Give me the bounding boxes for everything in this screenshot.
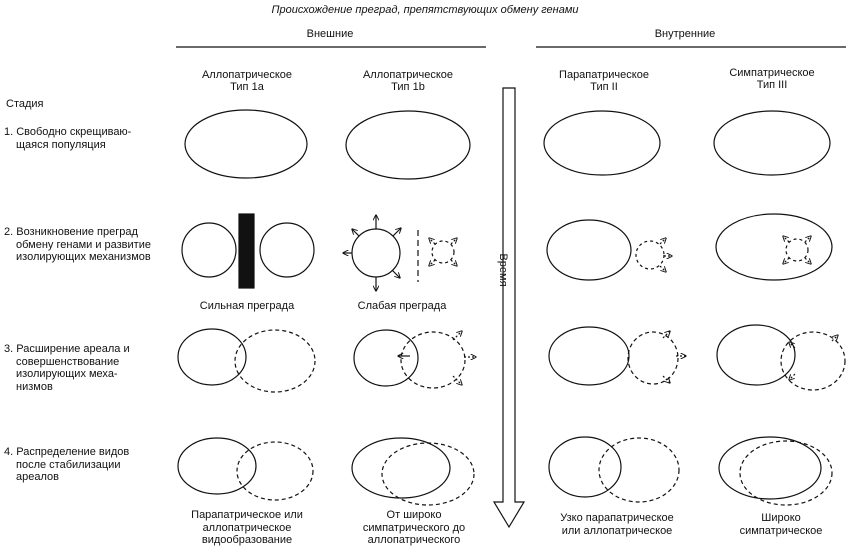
expansion-arrow-c4-s3-downleft	[789, 373, 796, 380]
column-4-name: Симпатрическое	[729, 67, 815, 79]
population-ellipse-left-c4-s4	[718, 436, 822, 500]
population-circle-right-c1-s2	[259, 222, 315, 278]
outcome-1-line-2: аллопатрическое	[202, 521, 292, 534]
column-1-type: Тип 1а	[230, 81, 264, 93]
isolate-arrow-c4-upright	[804, 236, 811, 243]
population-ellipse-c3-s2	[546, 219, 632, 281]
outcome-4-line-2: симпатрическое	[739, 524, 823, 537]
population-ellipse-c4-s1	[713, 110, 831, 176]
population-ellipse-c2-s1	[345, 110, 471, 180]
outcome-2-line-3: аллопатрического	[367, 534, 461, 546]
outcome-3-line-2: или аллопатрическое	[561, 524, 673, 537]
stage-3-line-4: низмов	[16, 380, 53, 393]
population-circle-c2-s2	[351, 228, 401, 278]
outcome-column-4: Широко симпатрическое	[740, 512, 823, 537]
isolate-arrow-c4-downleft	[783, 257, 790, 264]
isolate-arrow-upleft	[429, 238, 436, 245]
population-ellipse-right-c2-s4	[381, 442, 475, 506]
population-ellipse-right-c2-s3	[400, 331, 466, 389]
expansion-arrow-c4-s3-upleft	[789, 342, 796, 349]
stage-4-line-1: 4. Распределение видов	[4, 446, 130, 458]
population-ellipse-left-c1-s4	[177, 437, 257, 495]
stage-2-line-2: обмену генами и развитие	[16, 238, 151, 251]
outcome-column-3: Узко парапатрическое или аллопатрическое	[560, 512, 674, 537]
population-ellipse-right-c4-s4	[739, 440, 833, 506]
population-ellipse-left-c1-s3	[177, 328, 247, 386]
outcome-column-2: От широко симпатрического до аллопатриче…	[363, 509, 465, 547]
stage-1-line-2: щаяся популяция	[16, 138, 106, 151]
column-3-name: Парапатрическое	[559, 69, 649, 81]
outcome-1-line-3: видообразование	[201, 534, 293, 546]
outcome-column-1: Парапатрическое или аллопатрическое видо…	[191, 509, 303, 547]
stage-1-label: 1. Свободно скрещиваю- щаяся популяция	[4, 126, 131, 151]
isolate-arrow-c3-downright	[659, 265, 666, 272]
stage-2-line-1: 2. Возникновение преград	[4, 226, 138, 238]
isolate-arrow-upright	[450, 238, 457, 245]
stage-1-line-1: 1. Свободно скрещиваю-	[4, 126, 132, 138]
column-3-type: Тип II	[590, 81, 618, 93]
expansion-arrow-c4-s3-upright	[831, 335, 838, 342]
isolate-circle-c4-s2	[785, 238, 809, 262]
stage-4-line-2: после стабилизации	[16, 458, 121, 471]
population-ellipse-left-c2-s3	[353, 329, 419, 387]
expansion-arrow-upright	[392, 228, 401, 237]
time-arrow	[492, 87, 526, 529]
population-ellipse-right-c4-s3	[780, 331, 846, 391]
outcome-2-line-2: симпатрического до	[362, 521, 466, 534]
population-ellipse-right-c1-s4	[236, 441, 314, 501]
group-internal-label: Внутренние	[654, 28, 716, 40]
strong-barrier-bar	[238, 213, 255, 289]
outcome-4-line-1: Широко	[761, 512, 801, 524]
stage-2-label: 2. Возникновение преград обмену генами и…	[4, 226, 151, 264]
stage-3-label: 3. Расширение ареала и совершенствование…	[4, 343, 130, 393]
isolate-arrow-downleft	[429, 259, 436, 266]
population-ellipse-c3-s1	[543, 110, 661, 176]
expansion-arrow-c3-s3-downright	[662, 375, 670, 383]
isolate-circle-c3-s2	[635, 240, 665, 270]
stage-2-line-3: изолирующих механизмов	[16, 251, 151, 263]
group-external-label: Внешние	[306, 28, 354, 40]
isolate-arrow-c4-downright	[804, 257, 811, 264]
population-ellipse-right-c3-s3	[627, 331, 679, 385]
strong-barrier-caption: Сильная преграда	[199, 300, 295, 312]
stage-4-line-3: ареалов	[16, 471, 59, 483]
expansion-arrow-c3-s3-upright	[662, 331, 670, 339]
population-circle-left-c1-s2	[181, 222, 237, 278]
population-ellipse-right-c3-s4	[598, 437, 680, 503]
column-1-name: Аллопатрическое	[201, 69, 293, 81]
column-2-type: Тип 1b	[391, 81, 425, 93]
isolate-circle-c2-s2	[431, 240, 455, 264]
outcome-2-line-1: От широко	[386, 509, 442, 521]
expansion-arrow-c2-s3-upright	[452, 331, 462, 341]
stage-3-line-3: изолирующих меха-	[16, 368, 118, 380]
population-ellipse-left-c3-s3	[548, 326, 630, 386]
stage-4-label: 4. Распределение видов после стабилизаци…	[4, 446, 129, 484]
stage-header: Стадия	[6, 98, 44, 110]
expansion-arrow-upleft	[352, 229, 360, 237]
outcome-1-line-1: Парапатрическое или	[191, 509, 303, 521]
column-4-type: Тип III	[756, 79, 788, 91]
population-ellipse-left-c3-s4	[548, 436, 622, 498]
population-ellipse-c4-s2	[715, 213, 833, 281]
isolate-arrow-c4-upleft	[783, 236, 790, 243]
population-ellipse-left-c2-s4	[351, 437, 451, 499]
diagram-title: Происхождение преград, препятствующих об…	[271, 4, 579, 16]
stage-3-line-2: совершенствование	[16, 355, 120, 368]
outcome-3-line-1: Узко парапатрическое	[560, 512, 674, 524]
population-ellipse-right-c1-s3	[234, 329, 316, 393]
isolate-arrow-c3-upright	[659, 238, 666, 245]
population-ellipse-left-c4-s3	[716, 324, 796, 386]
expansion-arrow-downright	[391, 269, 400, 278]
population-ellipse-c1-s1	[184, 109, 308, 179]
column-2-name: Аллопатрическое	[362, 69, 454, 81]
weak-barrier-caption: Слабая преграда	[357, 300, 447, 312]
stage-3-line-1: 3. Расширение ареала и	[4, 343, 130, 355]
isolate-arrow-downright	[450, 259, 457, 266]
